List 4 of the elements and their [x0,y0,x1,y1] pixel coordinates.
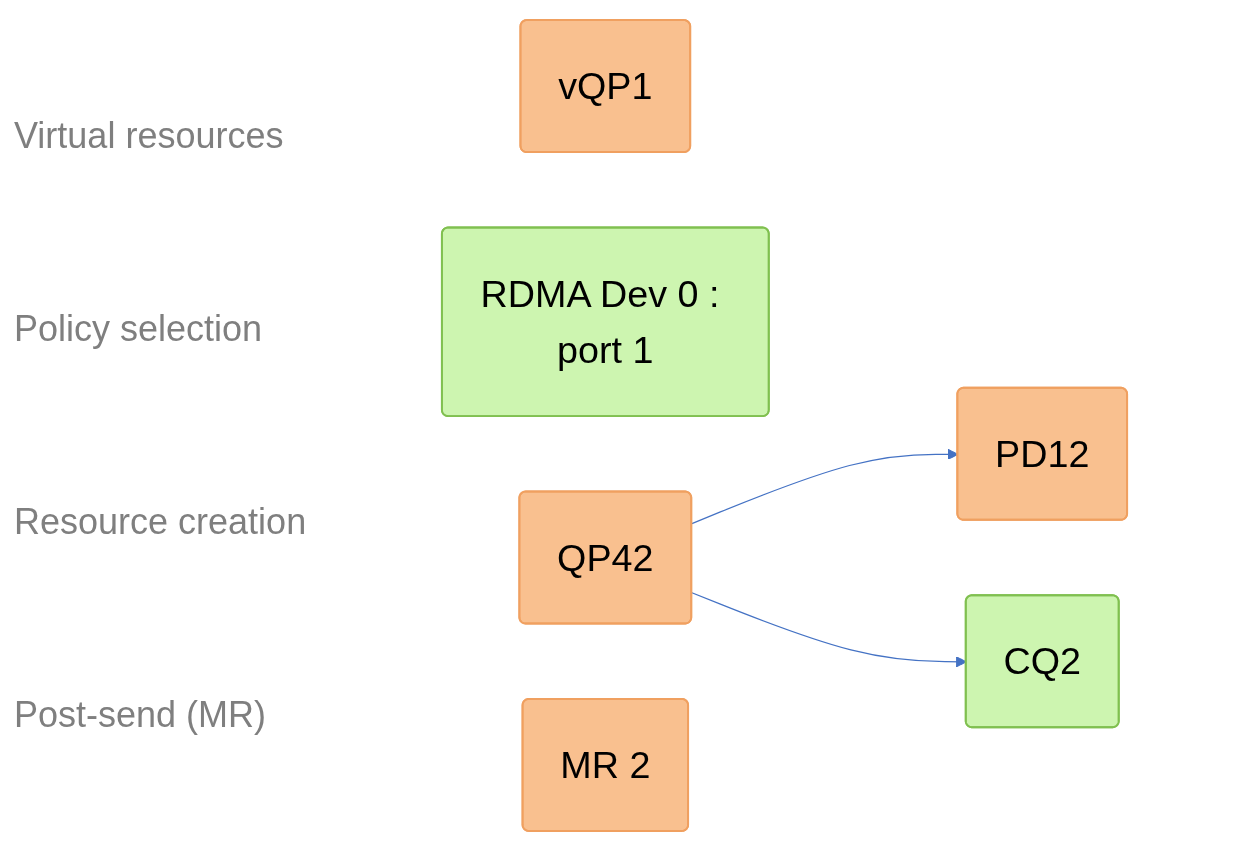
row-label: Policy selection [14,308,264,351]
row-label: Post-send (MR) [14,693,268,736]
row-label: Resource creation [14,500,308,543]
row-label: Virtual resources [14,115,285,158]
